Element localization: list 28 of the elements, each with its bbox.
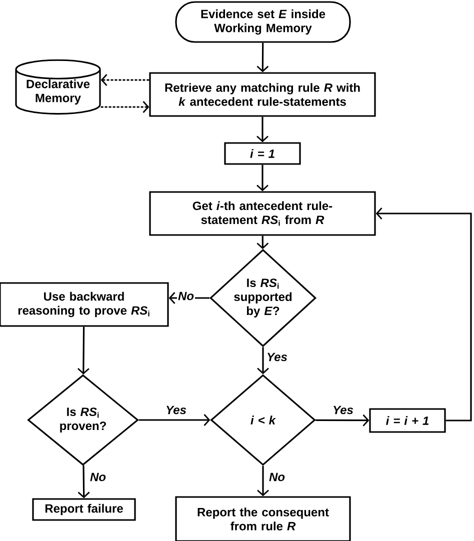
process-box: Get i-th antecedent rule-statement RS$_{i}$ from R — [149, 191, 376, 236]
database-cylinder: Declarative Memory — [15, 59, 101, 115]
process-box: Use backward reasoning to prove RS$_{i}$ — [0, 282, 169, 327]
arrow — [256, 236, 269, 250]
start-terminal: Evidence set E inside Working Memory — [175, 1, 351, 43]
arrow — [256, 116, 268, 142]
arrow — [316, 414, 370, 426]
process-box: Report the consequent from rule R — [175, 496, 351, 541]
process-box: Retrieve any matching rule R with k antecedent rule-statements — [149, 72, 376, 117]
arrow — [100, 74, 150, 86]
arrow — [257, 347, 269, 374]
process-box: i = 1 — [224, 142, 301, 165]
arrow — [256, 164, 268, 192]
arrow — [78, 465, 90, 498]
arrow — [256, 42, 269, 72]
edge-label: Yes — [164, 404, 188, 416]
arrow — [100, 101, 150, 113]
arrow — [257, 466, 269, 496]
edge-label: No — [177, 290, 195, 302]
edge-label: Yes — [266, 352, 288, 362]
process-box: Report failure — [32, 498, 136, 521]
arrow — [138, 414, 210, 426]
process-box: i = i + 1 — [369, 408, 446, 433]
arrow — [77, 326, 90, 375]
edge-label: No — [268, 472, 286, 482]
edge-label: No — [89, 472, 107, 482]
arrow — [376, 208, 472, 422]
edge-label: Yes — [332, 404, 354, 416]
